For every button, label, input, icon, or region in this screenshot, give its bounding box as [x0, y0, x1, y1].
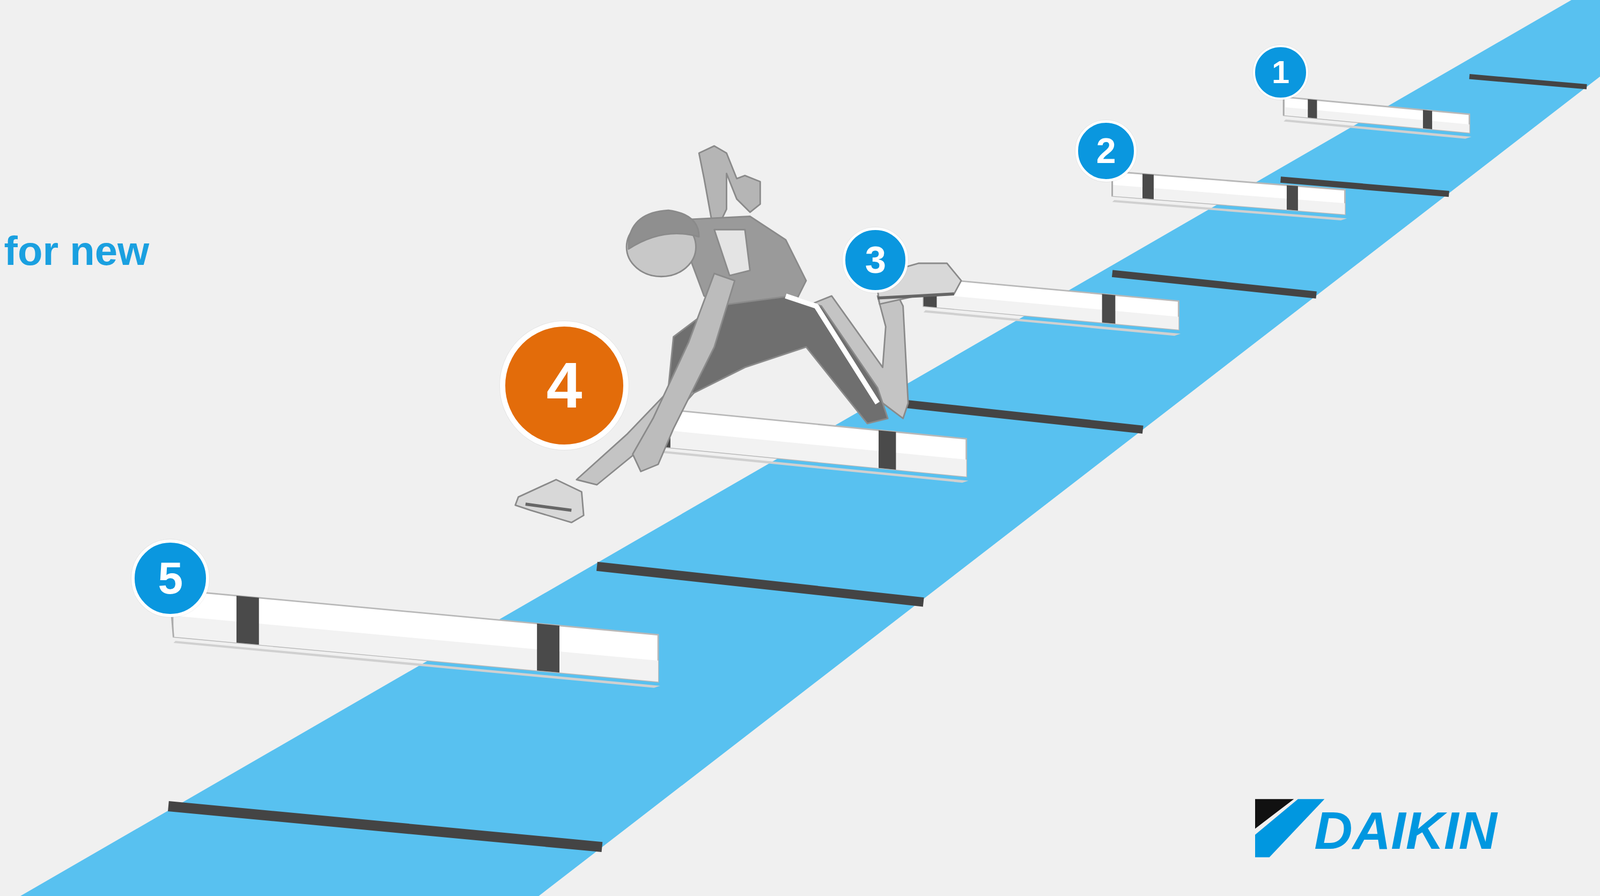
hurdle-band	[1142, 173, 1154, 199]
hurdle-post	[1111, 179, 1113, 196]
hurdle-bar	[923, 277, 1181, 336]
hurdle-underside	[923, 293, 1179, 330]
callout-circle: 1	[1252, 45, 1309, 101]
hurdle-band	[236, 595, 260, 645]
hurdle-face	[653, 408, 967, 477]
hurdle-bar	[1112, 171, 1348, 221]
callout-number: 4	[546, 353, 583, 418]
callout-number: 1	[1271, 56, 1290, 89]
brand-logo: DAIKIN	[1314, 801, 1498, 861]
hurdle-face	[173, 590, 659, 682]
hurdle-band	[878, 430, 896, 470]
track-lines	[168, 76, 1587, 848]
callout-circle: 5	[131, 539, 210, 618]
hurdles	[171, 97, 1472, 689]
hurdle-post	[1283, 98, 1285, 116]
hurdle-bar	[1283, 97, 1472, 139]
heading-fragment: for new	[4, 228, 150, 274]
hurdle-face	[1283, 97, 1470, 134]
callout-circle: 3	[842, 227, 909, 293]
hurdle-band	[1102, 293, 1116, 324]
hurdle-band	[1422, 109, 1433, 130]
hurdle-bar	[653, 408, 969, 483]
hurdle-band	[536, 623, 560, 673]
hurdle-band	[1286, 185, 1299, 211]
callout-number: 3	[865, 241, 887, 280]
running-track	[20, 0, 1600, 896]
hurdle-face	[923, 277, 1179, 330]
callout-number: 2	[1096, 133, 1117, 169]
callout-circle: 2	[1075, 120, 1137, 182]
hurdle-face	[1112, 171, 1346, 215]
hurdle-bar	[171, 590, 661, 689]
callout-circle: 4	[499, 321, 629, 451]
hurdle-underside	[653, 429, 967, 477]
daikin-logo-mark	[1255, 799, 1325, 858]
callout-number: 5	[157, 556, 183, 602]
hurdle-band	[1307, 99, 1317, 119]
